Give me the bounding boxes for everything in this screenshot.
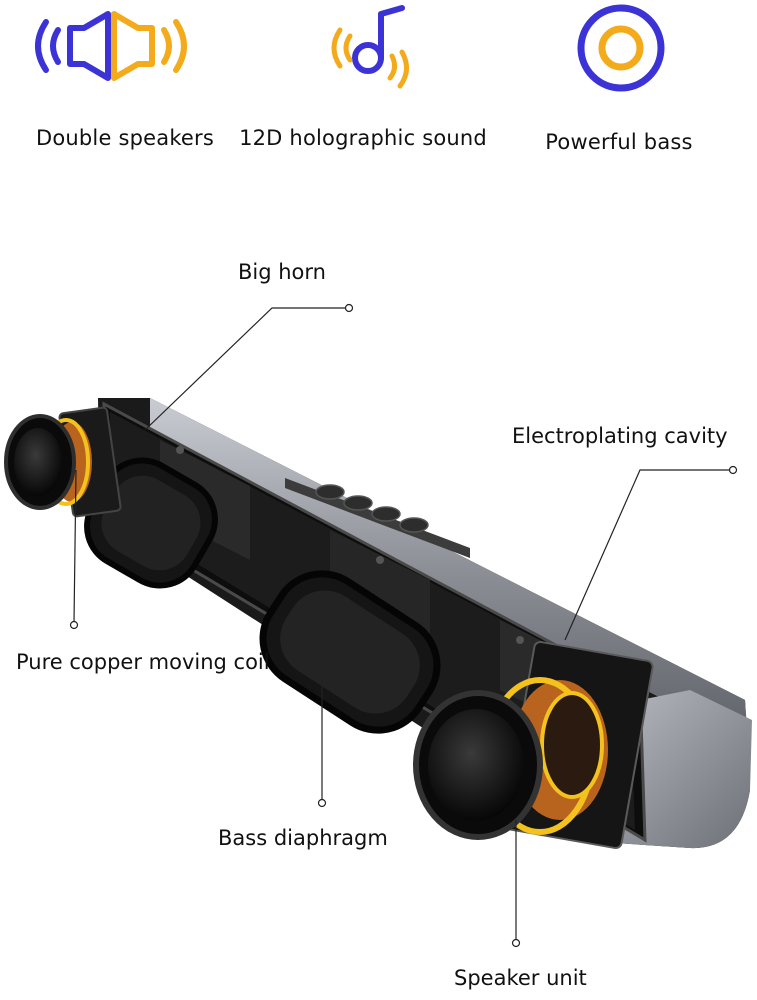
callout-pure-copper-coil: Pure copper moving coil <box>16 650 270 674</box>
feature-double-speakers: Double speakers <box>0 0 250 170</box>
callout-speaker-unit: Speaker unit <box>454 966 587 990</box>
bass-ring-icon <box>577 4 665 92</box>
callout-bass-diaphragm: Bass diaphragm <box>218 826 388 850</box>
speaker-unit-left <box>4 406 122 518</box>
speaker-unit-right <box>413 640 654 850</box>
feature-label: Powerful bass <box>545 130 693 154</box>
double-speaker-icon <box>35 11 187 81</box>
bass-diaphragm-right <box>259 570 441 734</box>
feature-holographic-sound: 12D holographic sound <box>238 0 488 170</box>
feature-label: Double speakers <box>35 126 215 150</box>
music-note-waves-icon <box>331 5 409 89</box>
callout-lines <box>69 303 738 948</box>
feature-powerful-bass: Powerful bass <box>494 0 744 170</box>
callout-electroplating-cavity: Electroplating cavity <box>512 424 728 448</box>
callout-big-horn: Big horn <box>238 260 326 284</box>
feature-label: 12D holographic sound <box>239 126 487 150</box>
